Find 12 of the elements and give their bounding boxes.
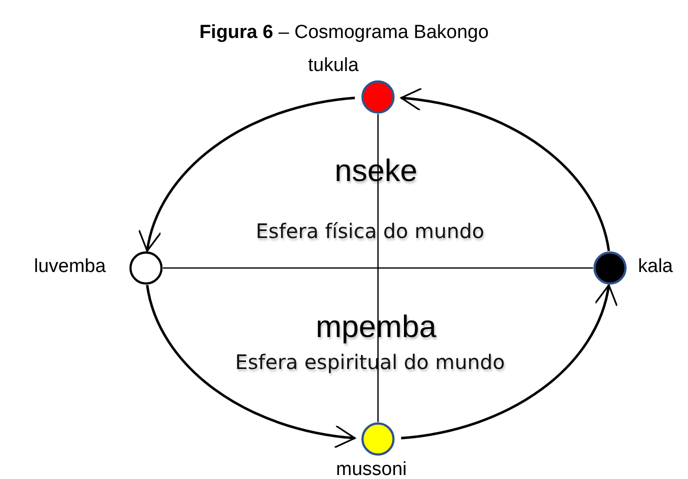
arrow — [401, 284, 616, 440]
region-caption: Esfera física do mundo — [256, 219, 484, 243]
arrow — [146, 284, 356, 448]
figure-title: Figura 6 – Cosmograma Bakongo — [198, 22, 490, 44]
point-label: luvemba — [34, 256, 106, 278]
arrow — [400, 88, 610, 252]
connector-line — [163, 267, 593, 269]
point-label: tukula — [308, 55, 359, 77]
point-label: kala — [638, 256, 673, 278]
connector-line — [377, 114, 379, 422]
point-label: mussoni — [336, 459, 407, 479]
arrow — [140, 96, 355, 252]
